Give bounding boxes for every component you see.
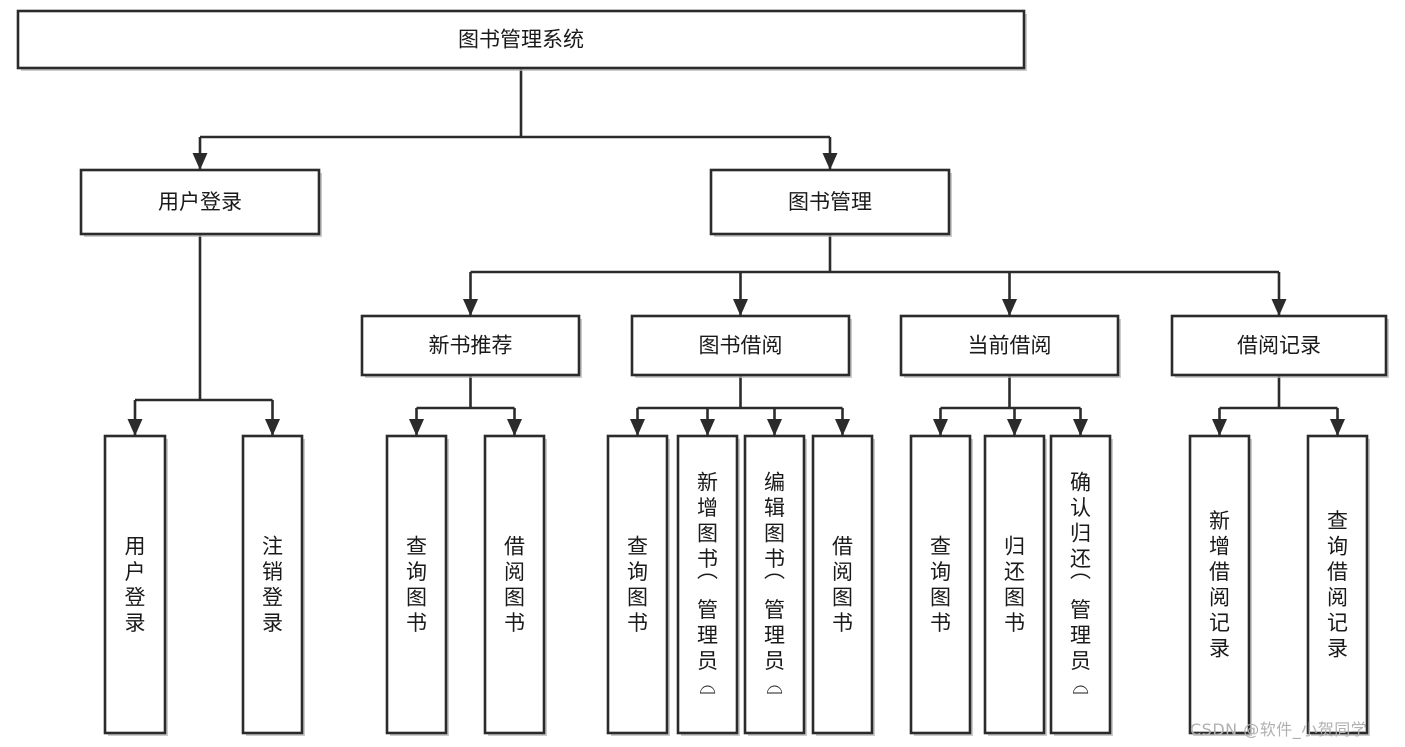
- node-leaf-borrow-book-2[interactable]: 借阅图书: [811, 434, 875, 736]
- node-leaf-return-book[interactable]: 归还图书: [983, 434, 1047, 736]
- node-label-leaf-user-logout: 注销登录: [262, 534, 283, 635]
- node-label-leaf-user-login: 用户登录: [125, 534, 146, 635]
- node-borrow-record[interactable]: 借阅记录: [1170, 314, 1389, 378]
- node-label-user-login: 用户登录: [158, 190, 242, 214]
- node-box-new-book-rec: [360, 314, 581, 377]
- edge-group-root: [192, 68, 838, 170]
- node-box-leaf-user-logout: [241, 434, 304, 735]
- node-current-borrow[interactable]: 当前借阅: [899, 314, 1121, 378]
- node-box-leaf-query-book-1: [385, 434, 448, 735]
- node-label-current-borrow: 当前借阅: [968, 334, 1052, 358]
- node-label-book-borrow: 图书借阅: [699, 334, 783, 358]
- node-box-leaf-borrow-book-2: [811, 434, 874, 735]
- node-label-borrow-record: 借阅记录: [1237, 334, 1321, 358]
- node-leaf-query-book-1[interactable]: 查询图书: [385, 434, 449, 736]
- node-label-leaf-query-book-2: 查询图书: [627, 534, 648, 635]
- node-label-leaf-query-book-1: 查询图书: [406, 534, 427, 635]
- csdn-watermark: CSDN @软件_小贺同学: [1190, 720, 1368, 739]
- node-label-book-manage: 图书管理: [788, 190, 872, 214]
- node-label-leaf-add-book: 新增图书⌒管理员⌓: [697, 471, 718, 699]
- node-label-leaf-return-book: 归还图书: [1004, 534, 1025, 635]
- node-leaf-user-logout[interactable]: 注销登录: [241, 434, 305, 736]
- node-label-leaf-query-record: 查询借阅记录: [1327, 509, 1348, 661]
- node-box-book-manage: [709, 168, 951, 236]
- node-layer: 图书管理系统用户登录图书管理新书推荐图书借阅当前借阅借阅记录用户登录注销登录查询…: [16, 9, 1389, 736]
- node-label-leaf-add-record: 新增借阅记录: [1209, 509, 1230, 661]
- node-book-manage[interactable]: 图书管理: [709, 168, 952, 237]
- node-box-leaf-confirm-return: [1049, 434, 1112, 735]
- node-leaf-add-book[interactable]: 新增图书⌒管理员⌓: [676, 434, 740, 736]
- node-box-user-login: [79, 168, 321, 236]
- edge-group-borrow-record: [1212, 375, 1345, 436]
- edge-group-new-book-rec: [409, 375, 522, 436]
- node-user-login[interactable]: 用户登录: [79, 168, 322, 237]
- node-label-leaf-borrow-book-2: 借阅图书: [832, 534, 853, 635]
- node-leaf-query-book-3[interactable]: 查询图书: [909, 434, 973, 736]
- node-leaf-user-login[interactable]: 用户登录: [103, 434, 168, 736]
- node-box-leaf-borrow-book-1: [483, 434, 546, 735]
- node-leaf-borrow-book-1[interactable]: 借阅图书: [483, 434, 547, 736]
- node-box-leaf-user-login: [103, 434, 167, 735]
- node-box-book-borrow: [630, 314, 851, 377]
- node-box-borrow-record: [1170, 314, 1388, 377]
- edge-group-book-manage: [463, 234, 1287, 316]
- node-box-leaf-return-book: [983, 434, 1046, 735]
- node-box-leaf-query-record: [1306, 434, 1369, 735]
- node-box-root: [16, 9, 1026, 70]
- node-leaf-edit-book[interactable]: 编辑图书⌒管理员⌓: [743, 434, 807, 736]
- node-label-leaf-borrow-book-1: 借阅图书: [504, 534, 525, 635]
- node-new-book-rec[interactable]: 新书推荐: [360, 314, 582, 378]
- node-label-leaf-edit-book: 编辑图书⌒管理员⌓: [764, 471, 785, 699]
- node-label-new-book-rec: 新书推荐: [429, 334, 513, 358]
- node-box-leaf-edit-book: [743, 434, 806, 735]
- connector-layer: [127, 68, 1345, 436]
- node-box-current-borrow: [899, 314, 1120, 377]
- node-book-borrow[interactable]: 图书借阅: [630, 314, 852, 378]
- node-box-leaf-add-book: [676, 434, 739, 735]
- node-leaf-add-record[interactable]: 新增借阅记录: [1188, 434, 1252, 736]
- node-leaf-query-book-2[interactable]: 查询图书: [606, 434, 670, 736]
- node-label-leaf-confirm-return: 确认归还⌒管理员⌓: [1070, 471, 1091, 699]
- node-label-leaf-query-book-3: 查询图书: [930, 534, 951, 635]
- node-root[interactable]: 图书管理系统: [16, 9, 1027, 71]
- edge-group-user-login: [127, 234, 280, 436]
- edge-group-current-borrow: [933, 375, 1088, 436]
- edge-group-book-borrow: [630, 375, 850, 436]
- node-label-root: 图书管理系统: [458, 28, 584, 52]
- node-box-leaf-add-record: [1188, 434, 1251, 735]
- node-box-leaf-query-book-3: [909, 434, 972, 735]
- node-leaf-confirm-return[interactable]: 确认归还⌒管理员⌓: [1049, 434, 1113, 736]
- node-box-leaf-query-book-2: [606, 434, 669, 735]
- node-leaf-query-record[interactable]: 查询借阅记录: [1306, 434, 1370, 736]
